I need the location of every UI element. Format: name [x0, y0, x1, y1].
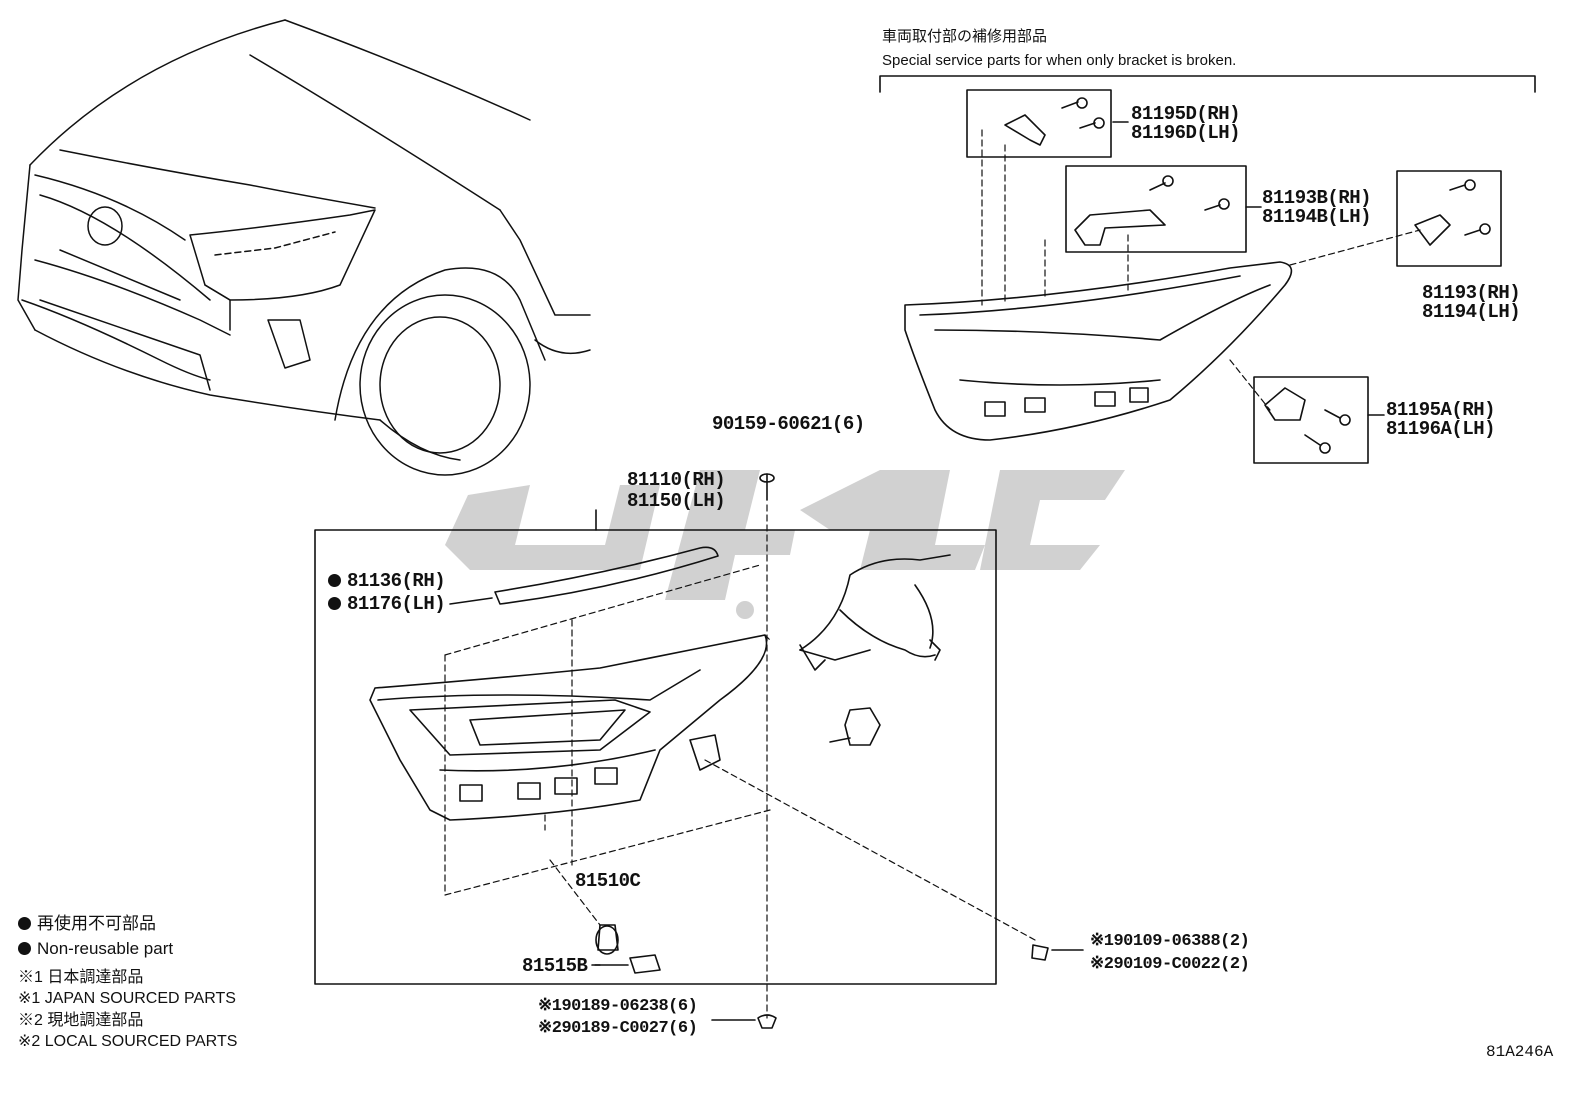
drawing-code: 81A246A [1486, 1043, 1554, 1061]
nonreusable-dot-icon [18, 917, 31, 930]
box-81195A [1253, 376, 1369, 464]
cover-lh-text: 81176(LH) [347, 593, 446, 615]
label-cover-rh: 81136(RH) [328, 570, 446, 592]
watermark-logo [445, 470, 1125, 619]
label-81195D-rh: 81195D(RH) [1131, 103, 1241, 125]
mark-2: ※2 [538, 1019, 562, 1038]
nonreusable-dot-icon [18, 942, 31, 955]
legend-nonreusable-jp: 再使用不可部品 [18, 913, 156, 934]
label-screw-top: 90159-60621(6) [712, 413, 865, 435]
legend-japan-jp: ※1 日本調達部品 [18, 969, 144, 986]
assembly-box [314, 529, 997, 985]
mark-2: ※2 [1090, 955, 1114, 974]
mark-1: ※1 [1090, 932, 1114, 951]
nut-2-text: 90109-C0022(2) [1113, 955, 1250, 974]
label-81193-rh: 81193(RH) [1422, 282, 1521, 304]
label-nut-2: ※290109-C0022(2) [1090, 954, 1250, 976]
box-81193 [1396, 170, 1502, 267]
label-clip-2: ※290189-C0027(6) [538, 1018, 698, 1040]
label-81195D-lh: 81196D(LH) [1131, 122, 1241, 144]
legend-nonreusable-en-text: Non-reusable part [37, 939, 174, 958]
label-clip-1: ※190189-06238(6) [538, 996, 698, 1018]
mark-1: ※1 [538, 997, 562, 1016]
label-headlamp-rh: 81110(RH) [627, 469, 726, 491]
legend-japan-en: ※1 JAPAN SOURCED PARTS [18, 990, 236, 1007]
vehicle-sketch [17, 19, 591, 476]
box-81195D [966, 89, 1112, 158]
label-81193-lh: 81194(LH) [1422, 301, 1521, 323]
label-cover-lh: 81176(LH) [328, 593, 446, 615]
legend-nonreusable-en: Non-reusable part [18, 938, 173, 959]
nonreusable-dot-icon [328, 574, 341, 587]
cover-rh-text: 81136(RH) [347, 570, 446, 592]
main-assembly [314, 473, 1084, 1029]
legend-local-en: ※2 LOCAL SOURCED PARTS [18, 1033, 238, 1050]
box-81193B [1065, 165, 1247, 253]
label-nut-1: ※190109-06388(2) [1090, 931, 1250, 953]
label-headlamp-lh: 81150(LH) [627, 490, 726, 512]
label-81195A-rh: 81195A(RH) [1386, 399, 1496, 421]
label-81193B-rh: 81193B(RH) [1262, 187, 1372, 209]
label-socket: 81510C [575, 870, 641, 892]
legend-local-jp: ※2 現地調達部品 [18, 1012, 144, 1029]
service-bracket-region [879, 75, 1536, 464]
legend-nonreusable-jp-text: 再使用不可部品 [37, 914, 156, 933]
label-bulb: 81515B [522, 955, 588, 977]
label-81193B-lh: 81194B(LH) [1262, 206, 1372, 228]
service-title-en: Special service parts for when only brac… [882, 52, 1237, 69]
clip-2-text: 90189-C0027(6) [561, 1019, 698, 1038]
clip-1-text: 90189-06238(6) [561, 997, 698, 1016]
nut-1-text: 90109-06388(2) [1113, 932, 1250, 951]
service-title-jp: 車両取付部の補修用部品 [882, 28, 1048, 45]
label-81195A-lh: 81196A(LH) [1386, 418, 1496, 440]
nonreusable-dot-icon [328, 597, 341, 610]
